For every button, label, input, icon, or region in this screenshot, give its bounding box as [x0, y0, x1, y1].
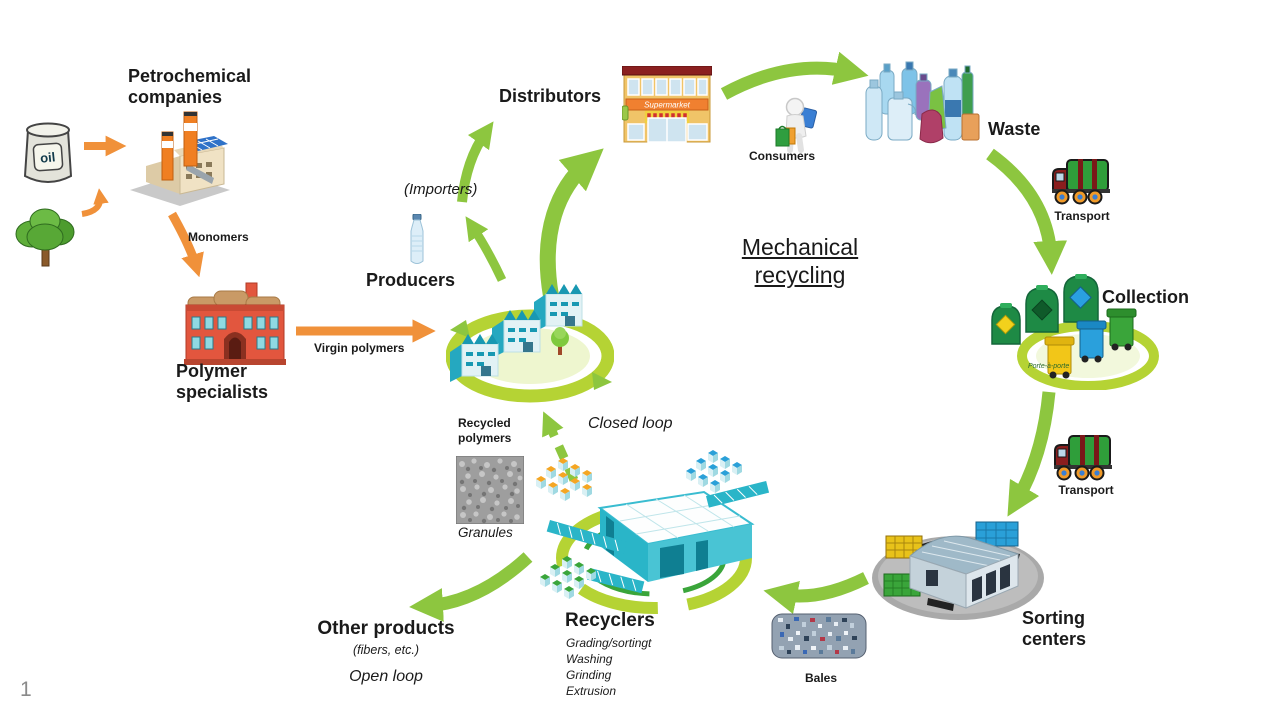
- arrow-waste-to-collection: [986, 148, 1068, 275]
- arrow-closed-loop-dashed: [542, 411, 579, 482]
- recyclers-plant-icon: [536, 450, 770, 614]
- arrow-tree-to-petrochemical: [81, 188, 109, 217]
- open-loop-label: Open loop: [349, 668, 423, 685]
- page-number: 1: [20, 678, 32, 701]
- granules-image: [456, 456, 524, 524]
- recycler-steps-label: Grading/sortingt Washing Grinding Extrus…: [566, 636, 652, 698]
- wheeled-bin-green: [1106, 308, 1137, 351]
- arrow-importers-to-distributors: [457, 121, 494, 203]
- arrow-monomers: [168, 211, 204, 278]
- waste-bottles-icon: [865, 61, 980, 144]
- collection-bins-icon: Porte-à-porte: [991, 274, 1159, 390]
- recyclers-label: Recyclers: [565, 610, 655, 631]
- bales-icon: [771, 613, 867, 659]
- tree-icon: [15, 208, 75, 267]
- arrow-sorting-to-recyclers: [763, 572, 869, 615]
- supermarket-sign-text: Supermarket: [644, 101, 691, 110]
- collection-note-text: Porte-à-porte: [1028, 363, 1069, 370]
- transport-2-label: Transport: [1058, 483, 1114, 497]
- wheeled-bin-yellow: [1044, 336, 1075, 379]
- cube-stack-blue: [686, 450, 742, 493]
- supermarket-icon: Supermarket: [622, 66, 712, 143]
- polymer-factory-icon: [184, 282, 286, 365]
- producers-label: Producers: [366, 270, 456, 290]
- importers-label: (Importers): [404, 181, 478, 198]
- page-title: Mechanical recycling: [741, 234, 859, 288]
- closed-loop-label: Closed loop: [588, 415, 673, 432]
- granules-label: Granules: [458, 525, 513, 540]
- arrow-collection-to-sorting: [1007, 391, 1056, 517]
- recycled-polymers-label: Recycled polymers: [458, 416, 512, 445]
- virgin-polymers-label: Virgin polymers: [314, 341, 405, 355]
- arrow-producers-to-distributors: [539, 148, 604, 298]
- sorting-center-icon: [872, 521, 1044, 620]
- garbage-truck-icon: [1052, 159, 1110, 205]
- consumer-icon: [775, 97, 818, 153]
- fibers-etc-label: (fibers, etc.): [353, 643, 419, 657]
- arrow-recyclers-to-other-products: [409, 552, 533, 622]
- transport-1-label: Transport: [1054, 209, 1110, 223]
- oil-barrel-icon: oil: [23, 122, 73, 183]
- other-products-label: Other products: [317, 618, 455, 639]
- consumers-label: Consumers: [748, 149, 816, 163]
- petrochemical-companies-label: Petrochemical companies: [128, 66, 252, 107]
- petrochemical-factory-icon: [130, 111, 230, 206]
- distributors-label: Distributors: [499, 86, 602, 106]
- monomers-label: Monomers: [188, 230, 249, 244]
- arrow-producers-to-importers: [465, 216, 507, 282]
- wheeled-bin-blue: [1076, 320, 1107, 363]
- collection-label: Collection: [1102, 287, 1190, 307]
- garbage-truck-icon: [1054, 435, 1112, 481]
- cube-stack-orange: [536, 458, 592, 501]
- waste-label: Waste: [988, 119, 1041, 139]
- water-bottle-icon: [410, 214, 424, 264]
- oil-barrel-text: oil: [39, 149, 56, 166]
- sorting-centers-label: Sorting centers: [1022, 608, 1087, 649]
- arrow-distributors-to-waste: [720, 51, 869, 100]
- bales-label: Bales: [804, 671, 838, 685]
- polymer-specialists-label: Polymer specialists: [176, 361, 269, 402]
- producers-factories-icon: [446, 283, 614, 403]
- sorting-pallet-blue: [975, 521, 1019, 547]
